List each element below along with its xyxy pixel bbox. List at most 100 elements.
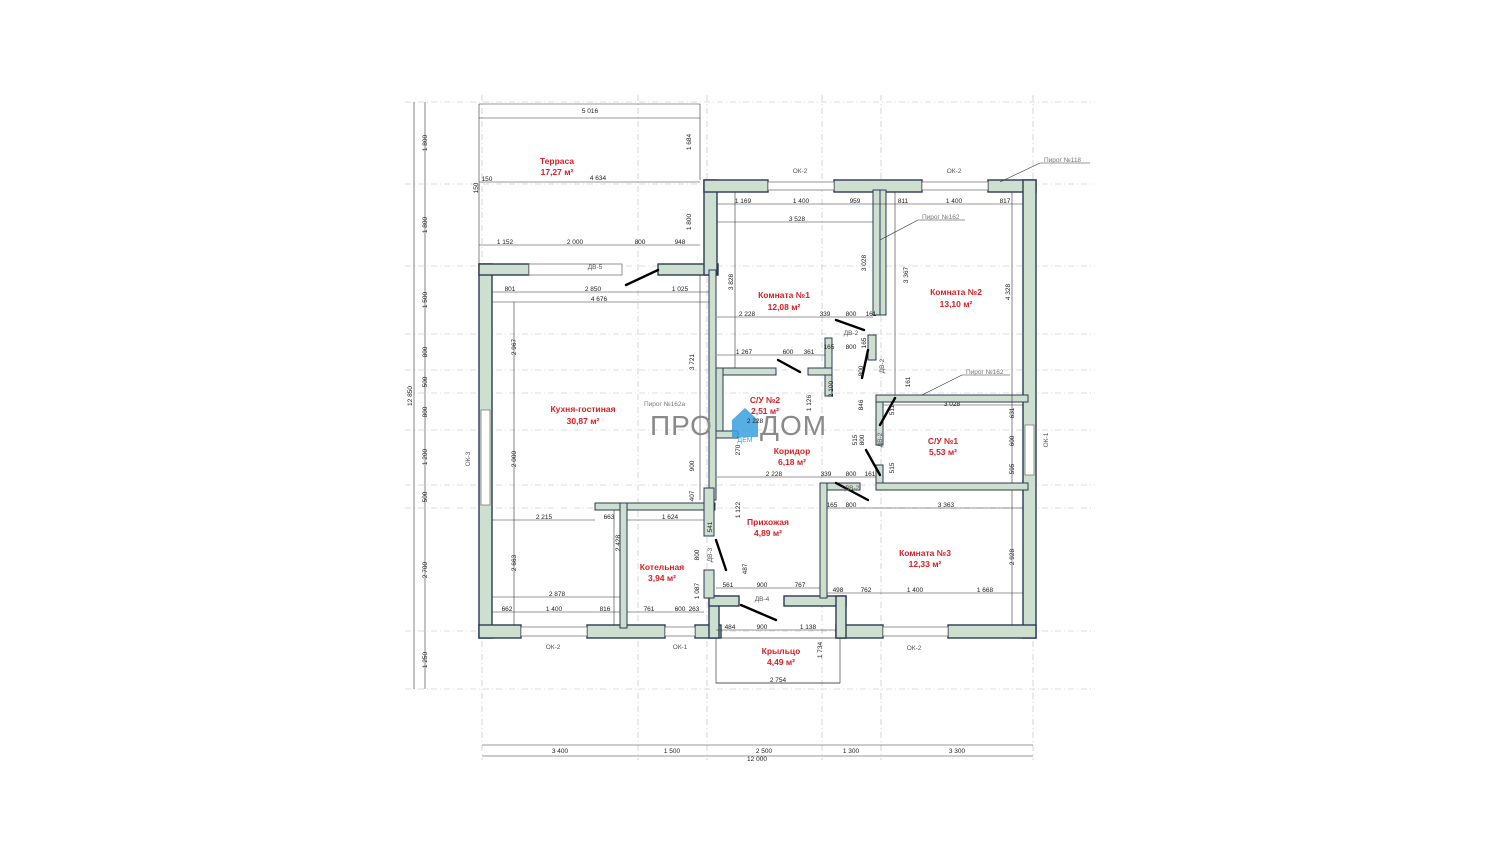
dim-kitchen-top-2: 1 025	[672, 286, 689, 293]
dim-su1-2: 600	[1009, 435, 1016, 446]
dim-porch-0: 484	[725, 624, 736, 631]
dim-left-6: 1 200	[422, 448, 429, 465]
dim-room3-5: 762	[861, 587, 872, 594]
room-name-hall: Прихожая	[747, 517, 789, 527]
dim-boiler-1: 2 428	[615, 534, 622, 551]
room-name-bath2: С/У №2	[750, 395, 781, 405]
dim-porch-1: 900	[757, 624, 768, 631]
dim-left-2: 1 500	[422, 291, 429, 308]
dim-room1-9: 161	[866, 311, 877, 318]
dim-corridor-6: 515	[852, 434, 859, 445]
room-area-bath2: 2,51 м²	[751, 406, 779, 416]
label-ok2-bottom-a: ОК-2	[546, 644, 561, 651]
dim-kitchen-top-1: 2 850	[585, 286, 602, 293]
dim-porch-2: 1 138	[800, 624, 817, 631]
walls	[478, 179, 1037, 639]
element-labels: ОК-2 ОК-2 ОК-2 ОК-1 ОК-2 ОК-3 ОК-1 ДВ-5 …	[465, 168, 1050, 652]
dim-hall-4: 561	[723, 582, 734, 589]
dim-kitchen-2: 2 000	[511, 450, 518, 467]
dim-room3-2: 3 363	[938, 502, 955, 509]
dim-room1-3: 3 528	[789, 216, 806, 223]
dim-kitchen-5: 2 663	[511, 554, 518, 571]
room-area-corridor: 6,18 м²	[778, 457, 806, 467]
dim-terrace-bottom-1: 2 000	[567, 239, 584, 246]
room-area-kitchen: 30,87 м²	[567, 416, 600, 426]
dim-su2-5: 165	[861, 337, 868, 348]
dim-kitchen-top-0: 801	[505, 286, 516, 293]
dim-su2-7: 1 126	[806, 394, 813, 411]
dim-su2-6: 2 100	[828, 380, 835, 397]
dim-corridor-4: 846	[858, 399, 865, 410]
room-name-room3: Комната №3	[899, 548, 951, 558]
dim-bottom-2: 2 500	[756, 748, 773, 755]
dim-corridor-8: 161	[905, 376, 912, 387]
dim-left-7: 500	[422, 491, 429, 502]
label-dv2-d: ДВ-2	[877, 432, 884, 447]
callout-pirog-162-b: Пирог №162	[966, 369, 1004, 376]
dim-room1-4: 3 828	[728, 273, 735, 290]
dim-room2-3: 3 367	[903, 266, 910, 283]
label-dv2-b: ДВ-2	[845, 485, 860, 492]
room-name-bath1: С/У №1	[928, 436, 959, 446]
dim-corridor-7: 800	[859, 434, 866, 445]
dim-room1-8: 800	[846, 311, 857, 318]
dim-left-3: 800	[422, 346, 429, 357]
dim-left-total: 12 850	[407, 386, 414, 406]
dim-left-9: 1 250	[422, 651, 429, 668]
dim-room3-4: 498	[833, 587, 844, 594]
room-name-boiler: Котельная	[640, 562, 685, 572]
dim-su2-8: 2 228	[747, 418, 764, 425]
dim-room1-0: 1 169	[735, 198, 752, 205]
porch	[715, 637, 841, 684]
dim-room2-0: 811	[898, 198, 909, 205]
dim-room1-6: 2 228	[739, 311, 756, 318]
dimension-texts: 3 400 1 500 2 500 1 300 3 300 12 000 1 8…	[407, 108, 1016, 763]
dim-su1-1: 631	[1009, 407, 1016, 418]
dim-room1-7: 339	[820, 311, 831, 318]
callout-pirog-162-a: Пирог №162	[922, 214, 960, 221]
dim-terrace-3: 1 800	[686, 213, 693, 230]
dim-corridor-5: 800	[858, 365, 865, 376]
dim-room3-0: 165	[827, 502, 838, 509]
callout-pirog-162a: Пирог №162а	[644, 401, 686, 408]
dim-kitchen-11: 816	[600, 606, 611, 613]
dim-room1-5: 3 028	[861, 254, 868, 271]
dim-su2-0: 1 267	[736, 349, 753, 356]
callout-pirog-118: Пирог №118	[1044, 157, 1081, 164]
watermark-right: ДОМ	[760, 410, 827, 441]
room-name-room2: Комната №2	[930, 287, 982, 297]
dim-left-1: 1 800	[422, 216, 429, 233]
dim-porch-3: 1 734	[817, 641, 824, 658]
dim-su1-3: 595	[1009, 463, 1016, 474]
dim-su2-2: 361	[804, 349, 815, 356]
room-name-room1: Комната №1	[758, 290, 810, 300]
dim-su2-4: 800	[846, 344, 857, 351]
room-area-room2: 13,10 м²	[940, 299, 973, 309]
dim-corridor-1: 339	[821, 471, 832, 478]
dim-su2-3: 165	[824, 344, 835, 351]
dim-hall-6: 767	[795, 582, 806, 589]
room-area-hall: 4,89 м²	[754, 528, 782, 538]
dim-room3-3: 2 928	[1009, 548, 1016, 565]
dim-bottom-1: 1 500	[664, 748, 681, 755]
dim-room2-1: 1 400	[946, 198, 963, 205]
dim-hall-2: 800	[694, 549, 701, 560]
dim-kitchen-7: 663	[604, 514, 615, 521]
room-area-bath1: 5,53 м²	[929, 447, 957, 457]
dim-room1-1: 1 400	[793, 198, 810, 205]
dim-kitchen-9: 662	[502, 606, 513, 613]
terrace	[478, 103, 701, 264]
dim-corridor-0: 2 228	[766, 471, 783, 478]
dim-terrace-1: 4 634	[590, 175, 607, 182]
room-area-porch: 4,49 м²	[767, 657, 795, 667]
dim-room2-4: 4 328	[1005, 283, 1012, 300]
dim-bottom-3: 1 300	[843, 748, 860, 755]
dim-boiler-2: 761	[644, 606, 655, 613]
dim-kitchen-6: 2 215	[536, 514, 553, 521]
dim-terrace-0: 5 016	[582, 108, 599, 115]
dim-boiler-4: 263	[689, 606, 700, 613]
dim-terrace-bottom-3: 948	[675, 239, 686, 246]
doors	[624, 268, 897, 622]
dim-boiler-5: 1 087	[694, 582, 701, 599]
dim-su1-0: 3 028	[944, 401, 961, 408]
